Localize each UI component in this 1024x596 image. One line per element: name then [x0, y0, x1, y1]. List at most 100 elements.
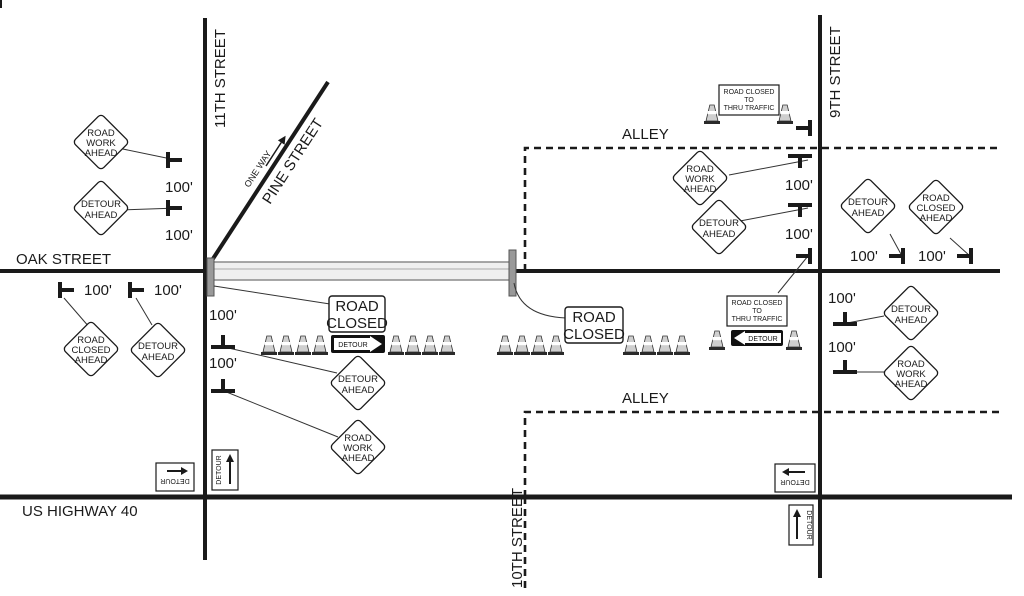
- svg-text:ROAD: ROAD: [897, 359, 925, 370]
- svg-text:AHEAD: AHEAD: [895, 379, 928, 390]
- svg-text:DETOUR: DETOUR: [780, 478, 809, 485]
- svg-text:DETOUR: DETOUR: [699, 218, 739, 229]
- detour-ahead-sign: DETOUR AHEAD: [129, 321, 187, 379]
- south-alley-label: ALLEY: [622, 390, 669, 407]
- 11th-street-label: 11TH STREET: [212, 29, 229, 128]
- cone-icon: [311, 335, 329, 356]
- svg-text:DETOUR: DETOUR: [81, 199, 121, 210]
- cone-icon: [421, 335, 439, 356]
- cone-icon: [785, 330, 803, 351]
- cone-icon: [387, 335, 405, 356]
- road-closed-thru-traffic-sign: ROAD CLOSED TO THRU TRAFFIC: [718, 84, 780, 116]
- oak-street-label: OAK STREET: [16, 251, 111, 268]
- one-way-arrow: [265, 135, 286, 167]
- detour-ahead-sign: DETOUR AHEAD: [690, 198, 748, 256]
- road-network: [0, 15, 1012, 590]
- svg-text:AHEAD: AHEAD: [852, 208, 885, 219]
- cone-icon: [673, 335, 691, 356]
- distance-label: 100': [209, 307, 237, 324]
- svg-text:AHEAD: AHEAD: [895, 315, 928, 326]
- svg-text:DETOUR: DETOUR: [160, 477, 189, 484]
- distance-label: 100': [850, 248, 878, 265]
- distance-labels: 100' 100' 100' 100' 100' 100' 100' 100' …: [84, 177, 946, 372]
- cone-icon: [703, 104, 721, 125]
- svg-text:DETOUR: DETOUR: [891, 304, 931, 315]
- barricade-west: [206, 257, 215, 297]
- cone-icon: [656, 335, 674, 356]
- svg-text:AHEAD: AHEAD: [342, 385, 375, 396]
- svg-text:WORK: WORK: [685, 174, 715, 185]
- svg-text:TO: TO: [744, 97, 754, 104]
- detour-ahead-sign: DETOUR AHEAD: [882, 284, 940, 342]
- svg-text:AHEAD: AHEAD: [703, 229, 736, 240]
- svg-text:CLOSED: CLOSED: [916, 203, 955, 214]
- cone-icon: [708, 330, 726, 351]
- svg-text:ROAD: ROAD: [686, 164, 714, 175]
- distance-label: 100': [165, 179, 193, 196]
- leader-lines: [63, 147, 971, 438]
- svg-text:AHEAD: AHEAD: [85, 210, 118, 221]
- 10th-street-label: 10TH STREET: [509, 488, 526, 588]
- svg-text:ROAD: ROAD: [87, 128, 115, 139]
- detour-route-sign: DETOUR: [155, 462, 195, 492]
- south-alley: [523, 410, 1000, 497]
- svg-text:WORK: WORK: [86, 138, 116, 149]
- detour-route-sign: DETOUR: [774, 463, 816, 493]
- detour-arrow-sign: DETOUR: [331, 335, 385, 353]
- cone-icon: [513, 335, 531, 356]
- distance-label: 100': [84, 282, 112, 299]
- barricade-east: [508, 249, 517, 297]
- closed-roadway: [206, 249, 517, 297]
- cone-icon: [294, 335, 312, 356]
- svg-text:DETOUR: DETOUR: [805, 510, 812, 539]
- road-work-ahead-sign: ROAD WORK AHEAD: [329, 418, 387, 476]
- pine-street-road: [203, 80, 330, 273]
- svg-text:AHEAD: AHEAD: [684, 184, 717, 195]
- cone-icon: [622, 335, 640, 356]
- svg-text:ROAD: ROAD: [922, 193, 950, 204]
- detour-ahead-sign: DETOUR AHEAD: [72, 179, 130, 237]
- road-closed-sign: ROAD CLOSED: [326, 295, 388, 333]
- distance-label: 100': [785, 177, 813, 194]
- north-alley: [523, 146, 1000, 271]
- cone-icon: [530, 335, 548, 356]
- svg-text:AHEAD: AHEAD: [342, 453, 375, 464]
- road-closed-ahead-sign: ROAD CLOSED AHEAD: [907, 178, 965, 236]
- svg-text:AHEAD: AHEAD: [142, 352, 175, 363]
- cone-icon: [496, 335, 514, 356]
- svg-text:WORK: WORK: [896, 369, 926, 380]
- cone-icon: [547, 335, 565, 356]
- road-work-ahead-sign: ROAD WORK AHEAD: [671, 149, 729, 207]
- 9th-street-label: 9TH STREET: [827, 26, 844, 118]
- svg-text:CLOSED: CLOSED: [563, 326, 625, 343]
- distance-label: 100': [828, 290, 856, 307]
- distance-label: 100': [209, 355, 237, 372]
- distance-label: 100': [154, 282, 182, 299]
- svg-text:DETOUR: DETOUR: [138, 341, 178, 352]
- road-work-ahead-sign: ROAD WORK AHEAD: [72, 113, 130, 171]
- svg-text:ROAD: ROAD: [572, 309, 616, 326]
- sign-posts: [0, 0, 973, 393]
- detour-ahead-sign: DETOUR AHEAD: [329, 354, 387, 412]
- road-closed-ahead-sign: ROAD CLOSED AHEAD: [62, 320, 120, 378]
- svg-text:ROAD: ROAD: [77, 335, 105, 346]
- svg-text:THRU TRAFFIC: THRU TRAFFIC: [724, 105, 775, 112]
- north-alley-label: ALLEY: [622, 126, 669, 143]
- distance-label: 100': [918, 248, 946, 265]
- svg-text:ROAD CLOSED: ROAD CLOSED: [724, 89, 775, 96]
- svg-text:WORK: WORK: [343, 443, 373, 454]
- svg-text:ROAD: ROAD: [335, 298, 379, 315]
- svg-text:DETOUR: DETOUR: [338, 374, 378, 385]
- road-work-ahead-sign: ROAD WORK AHEAD: [882, 344, 940, 402]
- svg-text:AHEAD: AHEAD: [75, 355, 108, 366]
- svg-text:AHEAD: AHEAD: [85, 148, 118, 159]
- svg-text:THRU TRAFFIC: THRU TRAFFIC: [732, 316, 783, 323]
- road-closed-sign: ROAD CLOSED: [563, 306, 625, 344]
- road-closed-thru-traffic-sign: ROAD CLOSED TO THRU TRAFFIC: [726, 295, 788, 327]
- cone-icon: [639, 335, 657, 356]
- svg-text:CLOSED: CLOSED: [71, 345, 110, 356]
- svg-text:DETOUR: DETOUR: [216, 455, 223, 484]
- distance-label: 100': [828, 339, 856, 356]
- detour-arrow-sign: DETOUR: [731, 330, 783, 346]
